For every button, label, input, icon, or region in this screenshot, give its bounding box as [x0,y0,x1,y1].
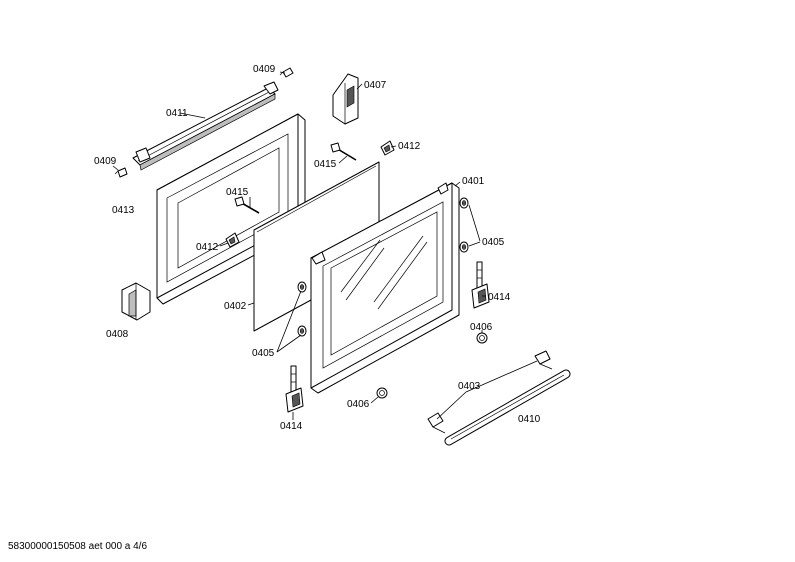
part-0410-handle [444,369,571,446]
part-0403-support-left [427,412,446,434]
label-0402: 0402 [224,301,247,312]
label-0415-lower: 0415 [226,187,249,198]
part-0414-hinge-left [285,365,304,413]
part-0412-clip-lower [225,232,240,248]
part-0409-screw-left [114,167,128,178]
label-0413: 0413 [112,205,135,216]
part-0415-bolt-lower [234,196,260,214]
part-0415-bolt-upper [330,142,357,161]
label-0405-right: 0405 [482,237,505,248]
part-0405-bushing-2 [459,241,469,253]
label-0414-right: 0414 [488,292,511,303]
part-0401-outer-door [310,182,460,394]
label-0410: 0410 [518,414,541,425]
part-0407-bracket [332,73,359,125]
part-0406-cap-lower [376,387,388,399]
part-0412-clip-upper [380,140,395,156]
label-0401: 0401 [462,176,485,187]
label-0408: 0408 [106,329,129,340]
part-0406-cap-right [476,332,488,344]
part-0405-bushing-1 [459,197,469,209]
part-0408-bracket [121,282,151,321]
label-0411: 0411 [166,108,188,119]
part-0411-top-trim [132,81,279,171]
part-0414-hinge-right [471,261,490,309]
drawing-code: 58300000150508 aet 000 a 4/6 [8,541,148,552]
label-0403: 0403 [458,381,481,392]
label-0409-top: 0409 [253,64,276,75]
label-0412-lower: 0412 [196,242,219,253]
label-0409-left: 0409 [94,156,117,167]
label-0405-left: 0405 [252,348,275,359]
label-0407: 0407 [364,80,387,91]
label-0415-upper: 0415 [314,159,337,170]
label-0406-lower: 0406 [347,399,370,410]
leader-lines [112,71,538,420]
part-0405-bushing-3 [297,281,307,293]
part-0403-support-right [534,350,553,370]
label-0406-right: 0406 [470,322,493,333]
label-0412-upper: 0412 [398,141,421,152]
part-0405-bushing-4 [297,325,307,337]
label-0414-left: 0414 [280,421,303,432]
